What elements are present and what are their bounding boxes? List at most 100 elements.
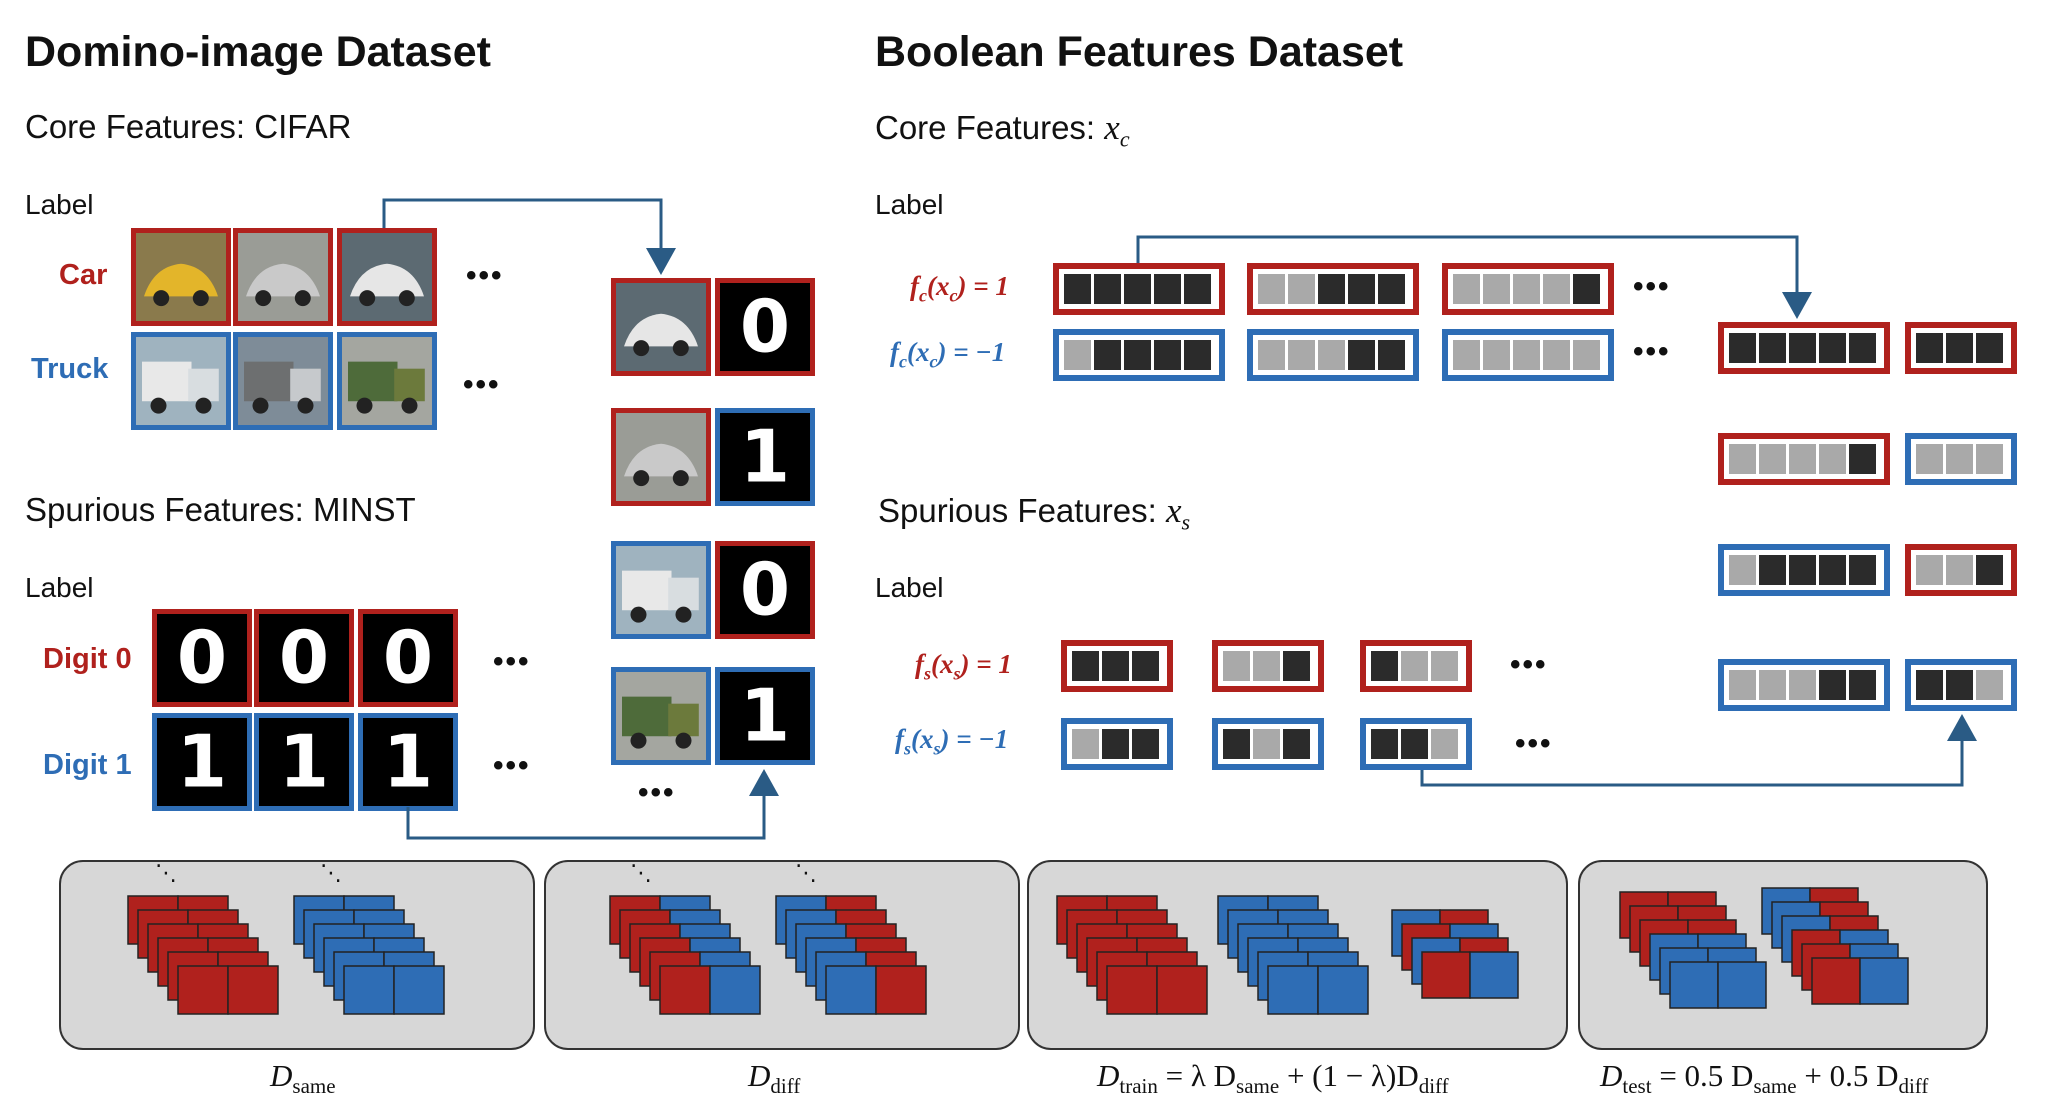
digit-background (259, 614, 349, 702)
core-heading-right: Core Features: xc (875, 108, 1130, 152)
image-tile: 0 (152, 609, 252, 707)
block-left (825, 965, 877, 1015)
vector-cell (1094, 340, 1121, 370)
ellipsis-fs-neg: ••• (1515, 727, 1553, 760)
block-left (1267, 965, 1319, 1015)
image-tile: 0 (358, 609, 458, 707)
feature-vector (1360, 718, 1472, 770)
fs-positive-label: fs(xs) = 1 (915, 649, 1012, 684)
vector-cell (1288, 274, 1315, 304)
label-spurious-right: Label (875, 572, 944, 603)
vector-cell (1072, 729, 1099, 759)
vector-cell (1318, 274, 1345, 304)
feature-vector (1442, 329, 1614, 381)
vector-cell (1132, 729, 1159, 759)
vector-cell (1819, 444, 1846, 474)
car-photo (246, 263, 320, 297)
photo-wheel (153, 290, 170, 307)
digit-zero-image: 0 (177, 617, 227, 701)
photo-wheel (630, 732, 647, 749)
arrow-spurious-to-composed (1420, 714, 1977, 787)
digit-zero-image: 0 (383, 617, 433, 701)
vector-cell (1102, 729, 1129, 759)
image-tile: 1 (715, 408, 815, 506)
photo-wheel (398, 290, 415, 307)
vector-cell (1283, 651, 1310, 681)
ellipsis-truck: ••• (463, 368, 501, 401)
digit-one-image: 1 (279, 721, 329, 805)
image-tile: 1 (254, 713, 354, 811)
vector-cell (1849, 555, 1876, 585)
image-tile (611, 541, 711, 639)
stacked-blocks (1391, 909, 1519, 999)
ellipsis-fs-pos: ••• (1510, 648, 1548, 681)
stacked-blocks (1761, 887, 1909, 1005)
formula-d-same: Dsame (270, 1058, 336, 1099)
vector-cell (1371, 729, 1398, 759)
fc-negative-label: fc(xc) = −1 (890, 337, 1006, 372)
digit-background (720, 672, 810, 760)
stack-more-dots: ⋱ (155, 861, 177, 886)
vector-cell (1729, 444, 1756, 474)
feature-vector (1247, 329, 1419, 381)
vector-cell (1916, 555, 1943, 585)
digit-background (259, 718, 349, 806)
digit-background (363, 718, 453, 806)
vector-cell (1132, 651, 1159, 681)
vector-cell (1819, 670, 1846, 700)
vector-cell (1916, 333, 1943, 363)
vector-cell (1318, 340, 1345, 370)
ellipsis-digit1: ••• (493, 749, 531, 782)
feature-vector (1718, 544, 1890, 596)
digit-one-image: 1 (177, 721, 227, 805)
vector-cell (1573, 274, 1600, 304)
right-title: Boolean Features Dataset (875, 28, 1404, 76)
stacked-blocks (1619, 891, 1767, 1009)
digit-zero-image: 0 (740, 549, 790, 633)
photo-wheel (401, 397, 418, 414)
vector-cell (1223, 651, 1250, 681)
truck-photo (622, 570, 672, 611)
block-right (227, 965, 279, 1015)
vector-cell (1789, 555, 1816, 585)
block-left (659, 965, 711, 1015)
image-tile (233, 332, 333, 430)
vector-cell (1348, 340, 1375, 370)
digit-one-image: 1 (740, 675, 790, 759)
feature-vector (1360, 640, 1472, 692)
photo-wheel (150, 397, 167, 414)
image-tile: 1 (358, 713, 458, 811)
vector-cell (1729, 333, 1756, 363)
feature-vector (1905, 433, 2017, 485)
block-right (1717, 961, 1767, 1009)
truck-cab (668, 577, 699, 611)
stack-more-dots: ⋱ (795, 861, 817, 886)
image-tile (337, 228, 437, 326)
digit-one-image: 1 (383, 721, 433, 805)
vector-cell (1513, 340, 1540, 370)
feature-vector (1247, 263, 1419, 315)
stacked-blocks (293, 895, 445, 1015)
fs-negative-label: fs(xs) = −1 (895, 724, 1009, 759)
spurious-heading-left: Spurious Features: MINST (25, 491, 416, 528)
truck-cab (290, 368, 321, 402)
vector-cell (1946, 555, 1973, 585)
feature-vector (1061, 640, 1173, 692)
vector-cell (1946, 444, 1973, 474)
vector-cell (1543, 340, 1570, 370)
vector-cell (1849, 444, 1876, 474)
image-tile: 1 (715, 667, 815, 765)
vector-cell (1102, 651, 1129, 681)
feature-vector (1053, 263, 1225, 315)
block-right (875, 965, 927, 1015)
vector-cell (1072, 651, 1099, 681)
truck-cab (188, 368, 219, 402)
truck-photo (622, 696, 672, 737)
vector-cell (1513, 274, 1540, 304)
photo-wheel (195, 397, 212, 414)
photo-wheel (252, 397, 269, 414)
vector-cell (1288, 340, 1315, 370)
formula-d-diff: Ddiff (748, 1058, 801, 1099)
feature-vector (1905, 659, 2017, 711)
image-tile: 0 (254, 609, 354, 707)
